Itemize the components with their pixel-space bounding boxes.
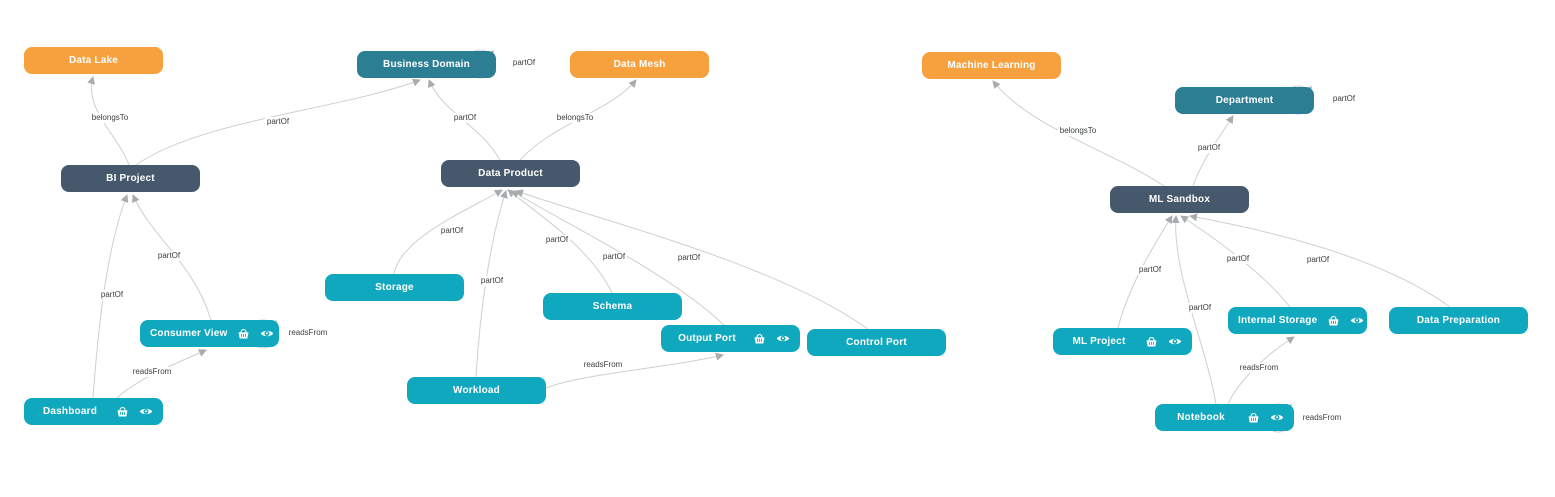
node-label: Data Preparation	[1416, 315, 1501, 326]
edge-label-readsFrom: readsFrom	[130, 367, 174, 377]
edge-data-preparation-ml-sandbox	[1189, 213, 1451, 308]
node-label: Dashboard	[42, 406, 98, 417]
basket-icon[interactable]	[753, 333, 766, 345]
edge-label-partOf: partOf	[600, 252, 628, 262]
edge-control-port-data-product	[515, 189, 869, 330]
eye-icon[interactable]	[1270, 412, 1284, 423]
edge-ml-sandbox-machine-learning	[992, 80, 1165, 187]
edge-label-partOf: partOf	[1136, 265, 1164, 275]
node-label: Machine Learning	[947, 60, 1036, 71]
node-business-domain[interactable]: Business Domain	[357, 51, 496, 78]
node-data-mesh[interactable]: Data Mesh	[570, 51, 709, 78]
edge-label-partOf: partOf	[510, 58, 538, 68]
node-label: Internal Storage	[1238, 315, 1318, 326]
edge-label-belongsTo: belongsTo	[554, 113, 596, 123]
eye-icon[interactable]	[139, 406, 153, 417]
edge-label-partOf: partOf	[438, 226, 466, 236]
edge-schema-data-product	[507, 189, 613, 294]
node-bi-project[interactable]: BI Project	[61, 165, 200, 192]
node-output-port[interactable]: Output Port	[661, 325, 800, 352]
basket-icon[interactable]	[116, 406, 129, 418]
node-label: ML Sandbox	[1148, 194, 1211, 205]
eye-icon[interactable]	[1350, 315, 1364, 326]
edge-bi-project-business-domain	[135, 78, 421, 166]
edge-label-readsFrom: readsFrom	[1300, 413, 1344, 423]
edge-label-partOf: partOf	[1330, 94, 1358, 104]
node-workload[interactable]: Workload	[407, 377, 546, 404]
node-data-product[interactable]: Data Product	[441, 160, 580, 187]
edge-label-readsFrom: readsFrom	[286, 328, 330, 338]
node-label: Storage	[375, 282, 414, 293]
basket-icon[interactable]	[1145, 336, 1158, 348]
edge-storage-data-product	[393, 189, 503, 275]
node-machine-learning[interactable]: Machine Learning	[922, 52, 1061, 79]
edge-label-partOf: partOf	[451, 113, 479, 123]
edge-label-partOf: partOf	[98, 290, 126, 300]
node-notebook[interactable]: Notebook	[1155, 404, 1294, 431]
node-schema[interactable]: Schema	[543, 293, 682, 320]
node-internal-storage[interactable]: Internal Storage	[1228, 307, 1367, 334]
eye-icon[interactable]	[260, 328, 274, 339]
node-label: BI Project	[106, 173, 155, 184]
node-label: Department	[1215, 95, 1274, 106]
basket-icon[interactable]	[1247, 412, 1260, 424]
edge-label-partOf: partOf	[543, 235, 571, 245]
eye-icon[interactable]	[776, 333, 790, 344]
edge-label-belongsTo: belongsTo	[89, 113, 131, 123]
node-data-preparation[interactable]: Data Preparation	[1389, 307, 1528, 334]
node-label: Consumer View	[150, 328, 228, 339]
edge-label-partOf: partOf	[1224, 254, 1252, 264]
node-label: Workload	[453, 385, 500, 396]
node-label: Data Product	[478, 168, 543, 179]
node-data-lake[interactable]: Data Lake	[24, 47, 163, 74]
node-department[interactable]: Department	[1175, 87, 1314, 114]
node-ml-sandbox[interactable]: ML Sandbox	[1110, 186, 1249, 213]
edge-label-partOf: partOf	[155, 251, 183, 261]
node-label: Output Port	[678, 333, 736, 344]
edge-label-partOf: partOf	[1304, 255, 1332, 265]
edge-label-partOf: partOf	[264, 117, 292, 127]
node-consumer-view[interactable]: Consumer View	[140, 320, 279, 347]
edge-label-partOf: partOf	[1195, 143, 1223, 153]
edge-label-partOf: partOf	[1186, 303, 1214, 313]
edge-label-partOf: partOf	[675, 253, 703, 263]
node-control-port[interactable]: Control Port	[807, 329, 946, 356]
node-label: Data Mesh	[613, 59, 666, 70]
edge-workload-output-port	[545, 352, 724, 389]
node-dashboard[interactable]: Dashboard	[24, 398, 163, 425]
node-label: ML Project	[1072, 336, 1126, 347]
node-label: Data Lake	[68, 55, 119, 66]
node-label: Notebook	[1177, 412, 1225, 423]
edge-label-partOf: partOf	[478, 276, 506, 286]
edge-label-belongsTo: belongsTo	[1057, 126, 1099, 136]
node-label: Schema	[592, 301, 633, 312]
node-label: Control Port	[846, 337, 907, 348]
node-ml-project[interactable]: ML Project	[1053, 328, 1192, 355]
node-storage[interactable]: Storage	[325, 274, 464, 301]
basket-icon[interactable]	[1327, 315, 1340, 327]
edge-output-port-data-product	[511, 190, 725, 326]
edge-label-readsFrom: readsFrom	[1237, 363, 1281, 373]
eye-icon[interactable]	[1168, 336, 1182, 347]
edge-label-readsFrom: readsFrom	[581, 360, 625, 370]
node-label: Business Domain	[383, 59, 470, 70]
basket-icon[interactable]	[237, 328, 250, 340]
